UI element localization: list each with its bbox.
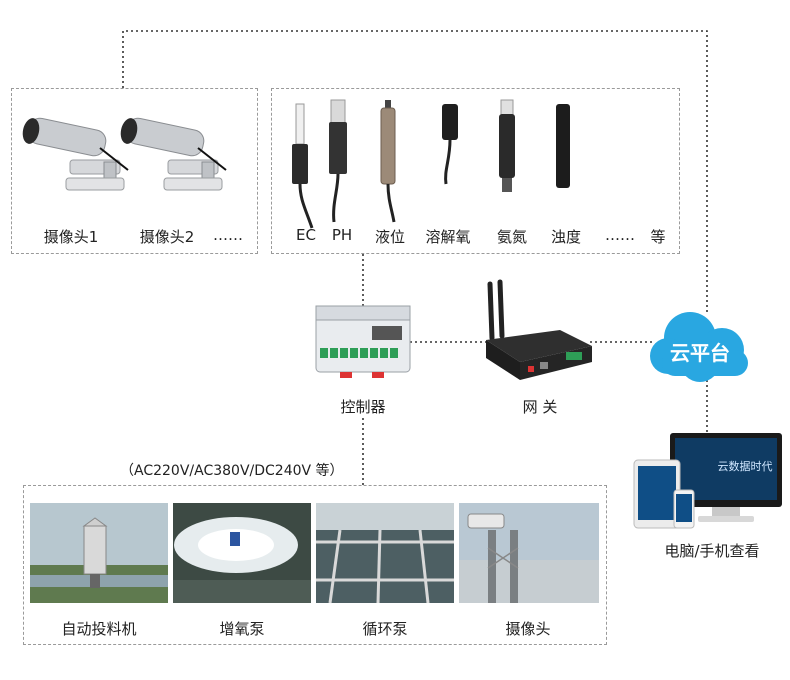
sensor-group [271,88,680,254]
sensor-turbidity-label: 浊度 [550,228,581,246]
sensor-etc: 等 [650,228,666,246]
controller-label: 控制器 [340,398,386,416]
sensor-ph-label: PH [331,226,353,244]
actuator-camera-label: 摄像头 [505,620,551,638]
sensor-ellipsis: …… [605,226,635,244]
actuator-group [23,485,607,645]
sensor-ec-label: EC [296,226,316,244]
actuator-aerator-label: 增氧泵 [219,620,265,638]
cloud-label: 云平台 [670,341,730,365]
actuator-circulation-label: 循环泵 [362,620,408,638]
camera-2-label: 摄像头2 [139,228,195,246]
sensor-ammonia-label: 氨氮 [496,228,527,246]
monitor-screen-text: 云数据时代 [717,460,773,473]
camera-ellipsis: …… [213,226,243,244]
camera-1-label: 摄像头1 [43,228,99,246]
camera-cloud-line [122,30,708,313]
camera-group [11,88,258,254]
voltage-label: （AC220V/AC380V/DC240V 等） [120,463,344,479]
sensor-do-label: 溶解氧 [425,228,471,246]
gateway-label: 网 关 [522,398,558,416]
viewer-label: 电脑/手机查看 [664,542,760,560]
actuator-feeder-label: 自动投料机 [61,620,137,638]
sensor-level-label: 液位 [374,228,405,246]
